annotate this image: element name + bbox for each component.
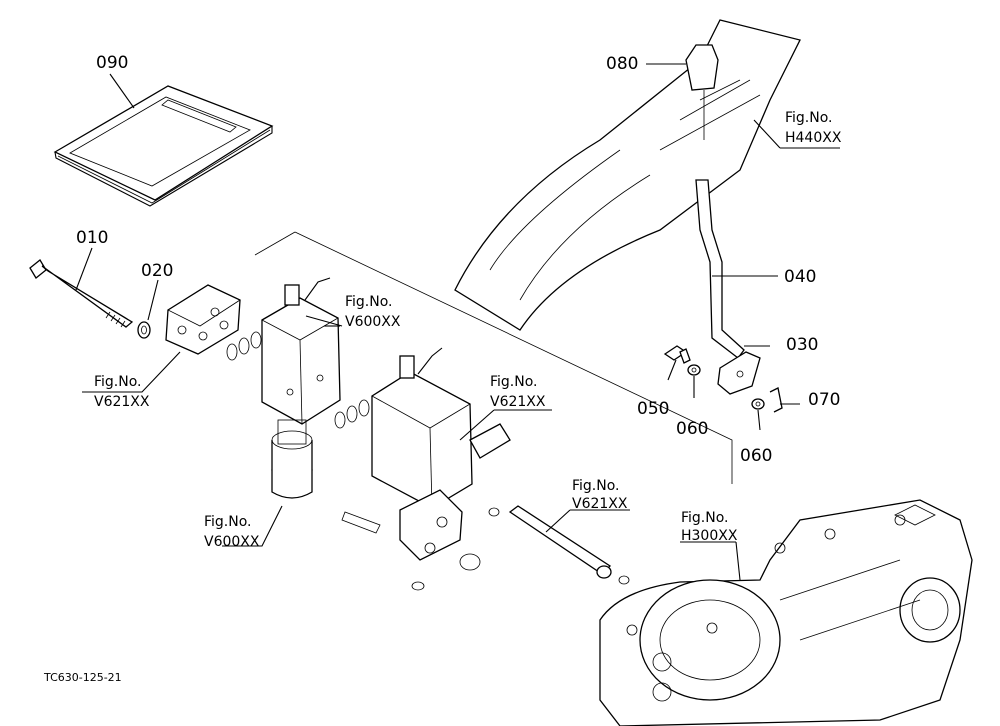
lever-guide-bracket: [454, 19, 801, 331]
part-030-plate[interactable]: [717, 351, 761, 395]
figref-v621-pipe-line1: Fig.No.: [572, 478, 620, 494]
callout-080: 080: [606, 54, 638, 74]
figref-v621-left-line2: V621XX: [94, 394, 150, 410]
figref-v600-bottom-line1: Fig.No.: [204, 514, 252, 530]
figref-v600-bottom-line2: V600XX: [204, 534, 260, 550]
cover-plate[interactable]: [165, 284, 241, 355]
figref-v600-top-line1: Fig.No.: [345, 294, 393, 310]
figref-v621-left[interactable]: Fig.No. V621XX: [94, 374, 150, 410]
figref-h440[interactable]: Fig.No. H440XX: [785, 110, 842, 146]
part-080-knob[interactable]: [685, 44, 719, 140]
figref-h440-line2: H440XX: [785, 130, 842, 146]
part-090-manual[interactable]: [53, 85, 274, 207]
figref-v621-pipe-line2: V621XX: [572, 496, 628, 512]
figref-v621-left-line1: Fig.No.: [94, 374, 142, 390]
figref-h300-line1: Fig.No.: [681, 510, 729, 526]
figref-v621-pipe[interactable]: Fig.No. V621XX: [572, 478, 628, 512]
figref-v600-bottom[interactable]: Fig.No. V600XX: [204, 514, 260, 550]
figref-h300[interactable]: Fig.No. H300XX: [681, 510, 738, 544]
transmission-housing: [599, 499, 973, 726]
callout-090: 090: [96, 53, 128, 73]
figref-v600-top[interactable]: Fig.No. V600XX: [345, 294, 401, 330]
mounting-outline: [254, 231, 733, 484]
leader-lines: [75, 63, 840, 581]
callout-060-a: 060: [676, 419, 708, 439]
part-060-washer-a[interactable]: [687, 364, 701, 376]
figref-v621-mid-line1: Fig.No.: [490, 374, 538, 390]
callout-050: 050: [637, 399, 669, 419]
part-060-washer-b[interactable]: [751, 398, 765, 410]
o-rings-middle: [334, 399, 370, 429]
drawing-code: TC630-125-21: [43, 671, 122, 684]
part-050-bolt[interactable]: [663, 345, 691, 364]
figref-v600-top-line2: V600XX: [345, 314, 401, 330]
control-valve-1[interactable]: [261, 277, 341, 499]
figref-h300-line2: H300XX: [681, 528, 738, 544]
callout-070: 070: [808, 390, 840, 410]
callout-030: 030: [786, 335, 818, 355]
figref-v621-mid[interactable]: Fig.No. V621XX: [490, 374, 546, 410]
part-040-lever[interactable]: [695, 179, 745, 359]
o-rings-left: [226, 331, 262, 361]
callout-060-b: 060: [740, 446, 772, 466]
figref-v621-mid-line2: V621XX: [490, 394, 546, 410]
hydraulic-pipe[interactable]: [508, 505, 630, 585]
callout-040: 040: [784, 267, 816, 287]
part-010-bolt[interactable]: [29, 259, 134, 328]
part-020-washer[interactable]: [137, 321, 151, 339]
part-070-pin[interactable]: [769, 387, 783, 413]
callout-010: 010: [76, 228, 108, 248]
control-valve-2[interactable]: [341, 347, 511, 591]
callout-020: 020: [141, 261, 173, 281]
figref-h440-line1: Fig.No.: [785, 110, 833, 126]
